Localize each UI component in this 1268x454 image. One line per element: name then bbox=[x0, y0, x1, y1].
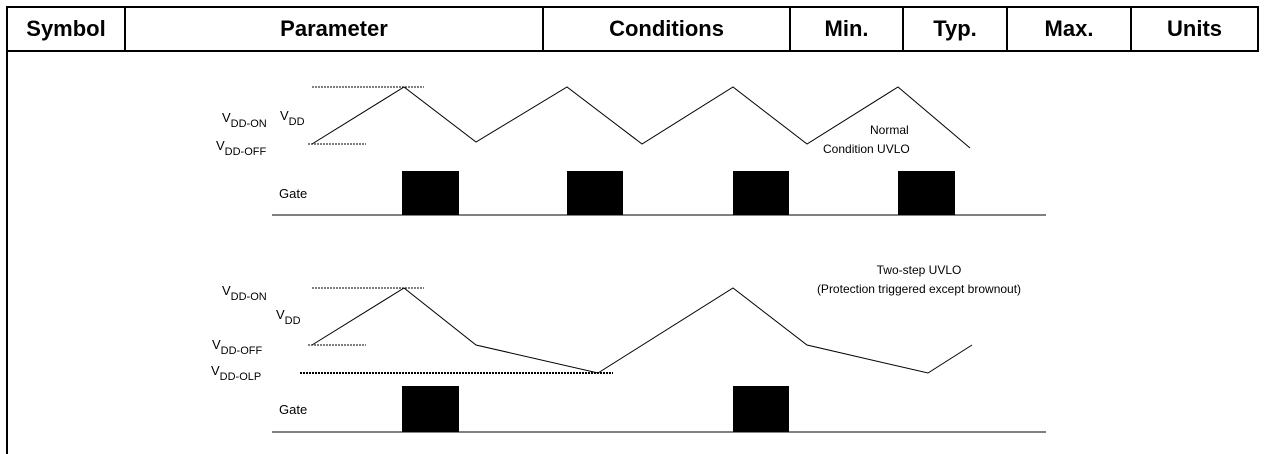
bottom-gate-label: Gate bbox=[279, 402, 307, 417]
bottom-gate-pulse bbox=[402, 386, 459, 432]
top-gate-pulse bbox=[402, 171, 459, 215]
top-diagram: VDD-ON VDD VDD-OFF Gate Normal Condition… bbox=[216, 86, 1046, 216]
header-max: Max. bbox=[1008, 8, 1132, 50]
top-vdd-waveform bbox=[311, 86, 971, 149]
bottom-vdd-on-label: VDD-ON bbox=[222, 283, 267, 303]
header-typ: Typ. bbox=[904, 8, 1008, 50]
bottom-note-line1: Two-step UVLO bbox=[877, 263, 962, 277]
table-left-border bbox=[6, 52, 8, 454]
top-gate-label: Gate bbox=[279, 186, 307, 201]
bottom-diagram: VDD-ON VDD VDD-OFF VDD-OLP Gate Two-step… bbox=[211, 263, 1046, 433]
header-conditions: Conditions bbox=[544, 8, 791, 50]
bottom-vdd-waveform bbox=[311, 287, 973, 374]
top-note-line2: Condition UVLO bbox=[823, 142, 910, 156]
top-gate-pulse bbox=[733, 171, 789, 215]
header-symbol: Symbol bbox=[8, 8, 126, 50]
header-min: Min. bbox=[791, 8, 904, 50]
header-parameter: Parameter bbox=[126, 8, 544, 50]
bottom-vdd-olp-label: VDD-OLP bbox=[211, 363, 261, 383]
top-gate-pulse bbox=[898, 171, 955, 215]
bottom-note-line2: (Protection triggered except brownout) bbox=[817, 282, 1021, 296]
bottom-vdd-off-label: VDD-OFF bbox=[212, 337, 262, 357]
top-note-line1: Normal bbox=[870, 123, 909, 137]
bottom-vdd-label: VDD bbox=[276, 307, 301, 327]
bottom-gate-pulse bbox=[733, 386, 789, 432]
top-vdd-off-label: VDD-OFF bbox=[216, 138, 266, 158]
top-gate-pulse bbox=[567, 171, 623, 215]
top-vdd-label: VDD bbox=[280, 108, 305, 128]
table-header-row: Symbol Parameter Conditions Min. Typ. Ma… bbox=[6, 6, 1259, 52]
top-vdd-on-label: VDD-ON bbox=[222, 110, 267, 130]
header-units: Units bbox=[1167, 16, 1222, 41]
